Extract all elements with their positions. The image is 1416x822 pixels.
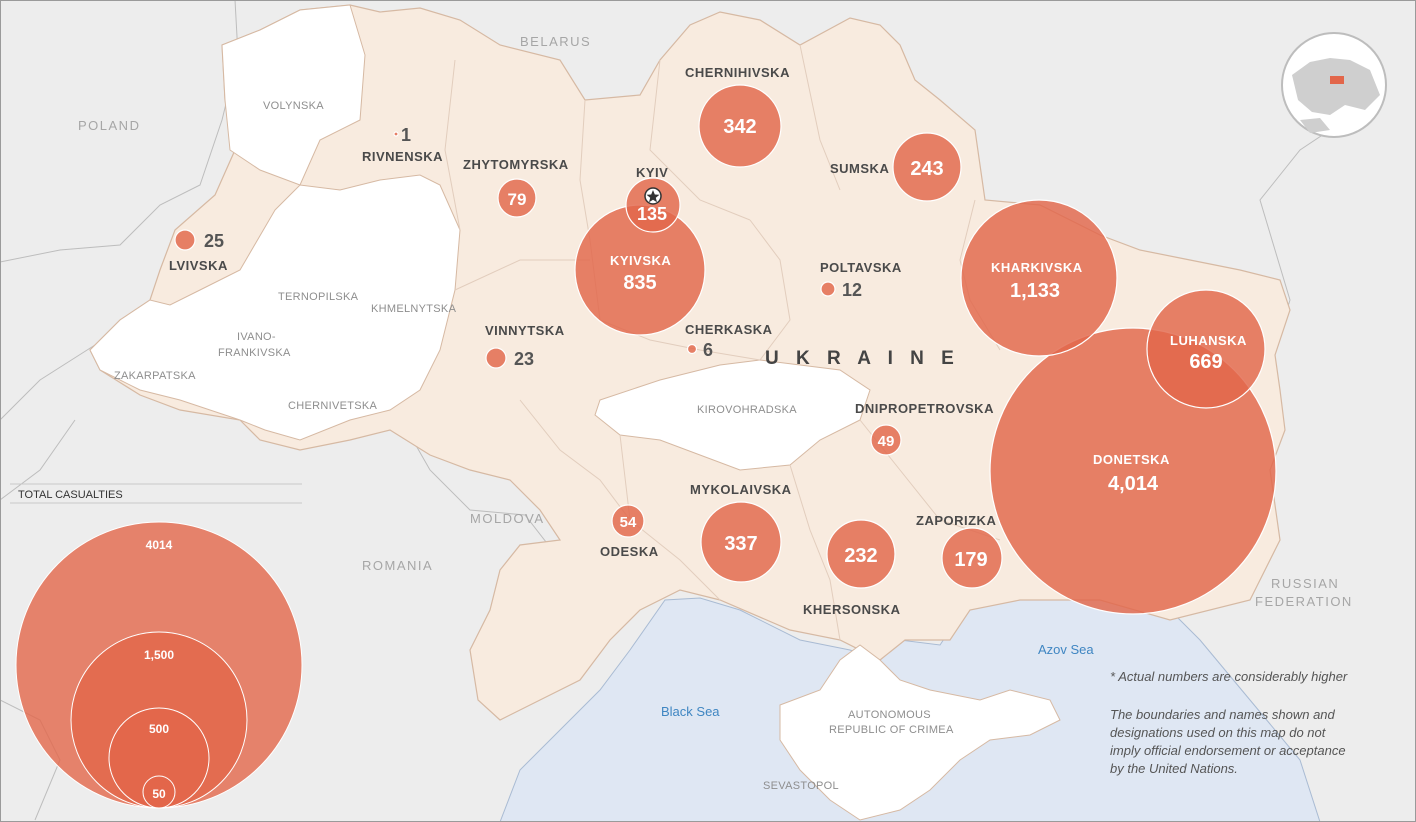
value-cherkaska: 6 <box>703 340 713 360</box>
bubble-vinnytska[interactable] <box>485 347 507 369</box>
label-khersonska: KHERSONSKA <box>803 602 901 617</box>
value-khersonska: 232 <box>844 545 877 567</box>
label-sevastopol: SEVASTOPOL <box>763 780 839 792</box>
label-romania: ROMANIA <box>362 558 433 573</box>
value-sumska: 243 <box>910 158 943 180</box>
bubble-odeska[interactable] <box>611 504 645 538</box>
label-moldova: MOLDOVA <box>470 511 545 526</box>
label-sumska: SUMSKA <box>830 161 889 176</box>
label-black-sea: Black Sea <box>661 704 720 719</box>
label-crimea-2: REPUBLIC OF CRIMEA <box>829 724 954 736</box>
value-donetska: 4,014 <box>1108 473 1159 495</box>
label-cherkaska: CHERKASKA <box>685 322 773 337</box>
label-poltavska: POLTAVSKA <box>820 260 902 275</box>
value-lvivska: 25 <box>204 231 224 251</box>
region-west-group <box>89 174 461 441</box>
bubble-zaporizka[interactable] <box>941 527 1003 589</box>
value-kyivska: 835 <box>623 272 656 294</box>
bubble-poltavska[interactable] <box>820 281 836 297</box>
label-chernihivska: CHERNIHIVSKA <box>685 65 790 80</box>
label-russia-2: FEDERATION <box>1255 594 1353 609</box>
label-volynska: VOLYNSKA <box>263 100 324 112</box>
bubble-values: 4,014 1,133 669 835 342 337 243 232 179 … <box>508 116 1223 571</box>
value-kharkivska: 1,133 <box>1010 280 1060 302</box>
note-asterisk: * Actual numbers are considerably higher <box>1110 669 1348 684</box>
value-zaporizka: 179 <box>954 549 987 571</box>
region-volynska <box>221 4 366 186</box>
label-poland: POLAND <box>78 118 140 133</box>
casualty-bubbles <box>174 84 1277 615</box>
legend-title: TOTAL CASUALTIES <box>18 489 123 501</box>
label-crimea-1: AUTONOMOUS <box>848 709 931 721</box>
region-crimea <box>779 644 1061 821</box>
legend-value-50: 50 <box>152 787 166 801</box>
label-ivano-2: FRANKIVSKA <box>218 347 291 359</box>
bubble-dnipropetrovska[interactable] <box>870 424 902 456</box>
label-chernivetska: CHERNIVETSKA <box>288 400 378 412</box>
label-zaporizka: ZAPORIZKA <box>916 513 996 528</box>
label-luhanska: LUHANSKA <box>1170 333 1247 348</box>
bubble-kyiv[interactable] <box>625 177 681 233</box>
label-ivano-1: IVANO- <box>237 331 276 343</box>
label-vinnytska: VINNYTSKA <box>485 323 565 338</box>
value-dnipropetrovska: 49 <box>878 433 895 450</box>
value-mykolaivska: 337 <box>724 533 757 555</box>
unmarked-regions <box>89 4 1061 821</box>
bubble-kharkivska[interactable] <box>960 199 1118 357</box>
label-azov-sea: Azov Sea <box>1038 642 1094 657</box>
note-disclaimer-2: designations used on this map do not <box>1110 725 1327 740</box>
value-kyiv: 135 <box>637 204 667 224</box>
bubble-mykolaivska[interactable] <box>700 501 782 583</box>
note-disclaimer-1: The boundaries and names shown and <box>1110 707 1336 722</box>
label-donetska: DONETSKA <box>1093 452 1170 467</box>
note-disclaimer-4: by the United Nations. <box>1110 761 1238 776</box>
note-disclaimer-3: imply official endorsement or acceptance <box>1110 743 1346 758</box>
label-lvivska: LVIVSKA <box>169 258 228 273</box>
label-zakarpatska: ZAKARPATSKA <box>114 370 196 382</box>
bubble-rivnenska[interactable] <box>393 131 399 137</box>
bubble-luhanska[interactable] <box>1146 289 1266 409</box>
region-kirovohradska <box>594 359 871 471</box>
label-odeska: ODESKA <box>600 544 659 559</box>
value-vinnytska: 23 <box>514 349 534 369</box>
label-ternopilska: TERNOPILSKA <box>278 291 359 303</box>
label-kirovohradska: KIROVOHRADSKA <box>697 404 797 416</box>
bubble-sumska[interactable] <box>892 132 962 202</box>
label-kyiv: KYIV <box>636 165 668 180</box>
label-rivnenska: RIVNENSKA <box>362 149 443 164</box>
bubble-lvivska[interactable] <box>174 229 196 251</box>
label-zhytomyrska: ZHYTOMYRSKA <box>463 157 569 172</box>
bubble-zhytomyrska[interactable] <box>497 178 537 218</box>
legend: TOTAL CASUALTIES 4014 1,500 500 50 <box>10 483 303 809</box>
label-russia-1: RUSSIAN <box>1271 576 1339 591</box>
value-chernihivska: 342 <box>723 116 756 138</box>
bubble-khersonska[interactable] <box>826 519 896 589</box>
label-kharkivska: KHARKIVSKA <box>991 260 1083 275</box>
legend-circle-50 <box>142 775 176 809</box>
value-odeska: 54 <box>620 514 637 531</box>
label-ukraine: U K R A I N E <box>765 348 960 369</box>
value-poltavska: 12 <box>842 280 862 300</box>
label-kyivska: KYIVSKA <box>610 253 671 268</box>
value-luhanska: 669 <box>1189 351 1222 373</box>
value-rivnenska: 1 <box>401 125 411 145</box>
label-dnipropetrovska: DNIPROPETROVSKA <box>855 401 994 416</box>
label-mykolaivska: MYKOLAIVSKA <box>690 482 792 497</box>
legend-value-1500: 1,500 <box>144 648 174 662</box>
legend-value-4014: 4014 <box>146 538 173 552</box>
legend-value-500: 500 <box>149 722 169 736</box>
label-khmelnytska: KHMELNYTSKA <box>371 303 457 315</box>
label-belarus: BELARUS <box>520 34 591 49</box>
bubble-cherkaska[interactable] <box>686 343 698 355</box>
bubble-chernihivska[interactable] <box>698 84 782 168</box>
capital-star-icon <box>644 187 662 205</box>
globe-locator-icon <box>1281 32 1387 138</box>
value-zhytomyrska: 79 <box>508 190 527 209</box>
